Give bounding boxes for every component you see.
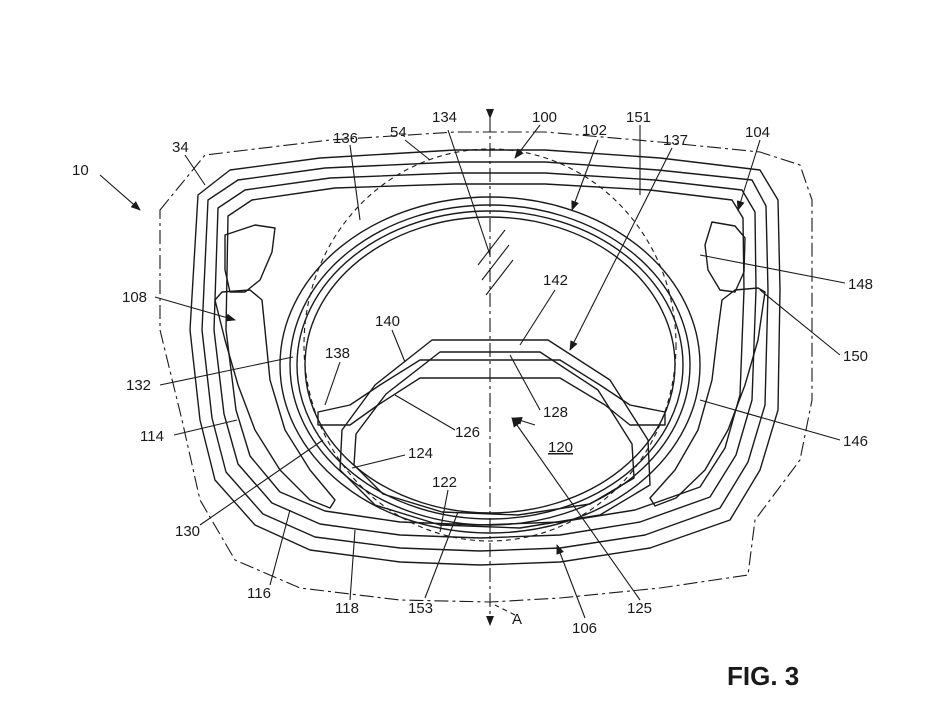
ref-137: 137 <box>663 132 688 149</box>
leader-132 <box>159 356 294 386</box>
ref-150: 150 <box>843 348 868 365</box>
ref-34: 34 <box>172 139 189 156</box>
leader-124 <box>351 454 406 469</box>
leader-137 <box>569 147 673 351</box>
leader-153 <box>424 511 459 599</box>
leader-142 <box>519 289 556 346</box>
leader-54 <box>404 139 431 161</box>
leader-126 <box>394 394 456 431</box>
leader-10 <box>99 174 141 211</box>
leader-125 <box>511 417 641 601</box>
ref-130: 130 <box>175 523 200 540</box>
seal-outline-outer <box>189 149 781 566</box>
leader-128 <box>509 354 541 411</box>
leader-104 <box>736 139 761 211</box>
leader-34 <box>184 154 206 186</box>
ref-134: 134 <box>432 109 457 126</box>
leader-140 <box>391 329 406 363</box>
octagon-inner <box>353 351 635 516</box>
leader-146 <box>699 399 841 441</box>
leader-108 <box>154 296 236 322</box>
ref-100: 100 <box>532 109 557 126</box>
ref-106: 106 <box>572 620 597 637</box>
ref-116: 116 <box>247 585 271 602</box>
left-bead <box>214 289 336 509</box>
leader-150 <box>759 289 841 356</box>
figure-caption: FIG. 3 <box>727 661 799 691</box>
ref-axis-A: A <box>512 611 522 628</box>
ref-128: 128 <box>543 404 568 421</box>
outer-housing-outline <box>159 131 813 603</box>
leader-130 <box>199 439 324 526</box>
octagon-outer <box>339 339 651 529</box>
seal-outline-2 <box>201 161 769 552</box>
ref-138: 138 <box>325 345 350 362</box>
leader-116 <box>269 509 291 586</box>
leader-A <box>494 604 516 616</box>
ref-120: 120 <box>548 439 573 456</box>
leader-138 <box>324 361 341 406</box>
left-pocket <box>224 224 276 293</box>
right-pocket <box>704 221 746 293</box>
leader-118 <box>349 529 356 601</box>
leader-106 <box>556 544 586 619</box>
ref-102: 102 <box>582 122 607 139</box>
ref-142: 142 <box>543 272 568 289</box>
ref-148: 148 <box>848 276 873 293</box>
ref-151: 151 <box>626 109 651 126</box>
leader-114 <box>173 419 238 436</box>
inner-insert <box>317 359 666 426</box>
leader-148 <box>699 254 846 284</box>
leader-102 <box>571 139 599 211</box>
leader-136 <box>349 144 361 221</box>
ref-118: 118 <box>335 600 359 617</box>
leader-134 <box>447 129 491 256</box>
ref-54: 54 <box>390 124 407 141</box>
seal-outline-4 <box>225 183 745 526</box>
right-bead <box>649 287 766 507</box>
ref-104: 104 <box>745 124 770 141</box>
ref-153: 153 <box>408 600 433 617</box>
ref-108: 108 <box>122 289 147 306</box>
leader-100 <box>514 124 541 159</box>
hatch-marks <box>477 229 514 296</box>
ref-125: 125 <box>627 600 652 617</box>
ref-136: 136 <box>333 130 358 147</box>
ref-132: 132 <box>126 377 151 394</box>
seal-outline-3 <box>213 172 757 539</box>
ref-124: 124 <box>408 445 433 462</box>
ref-146: 146 <box>843 433 868 450</box>
leader-122 <box>439 489 449 533</box>
ref-126: 126 <box>455 424 480 441</box>
ref-140: 140 <box>375 313 400 330</box>
ref-114: 114 <box>140 428 164 445</box>
ref-122: 122 <box>432 474 457 491</box>
ref-10: 10 <box>72 162 89 179</box>
